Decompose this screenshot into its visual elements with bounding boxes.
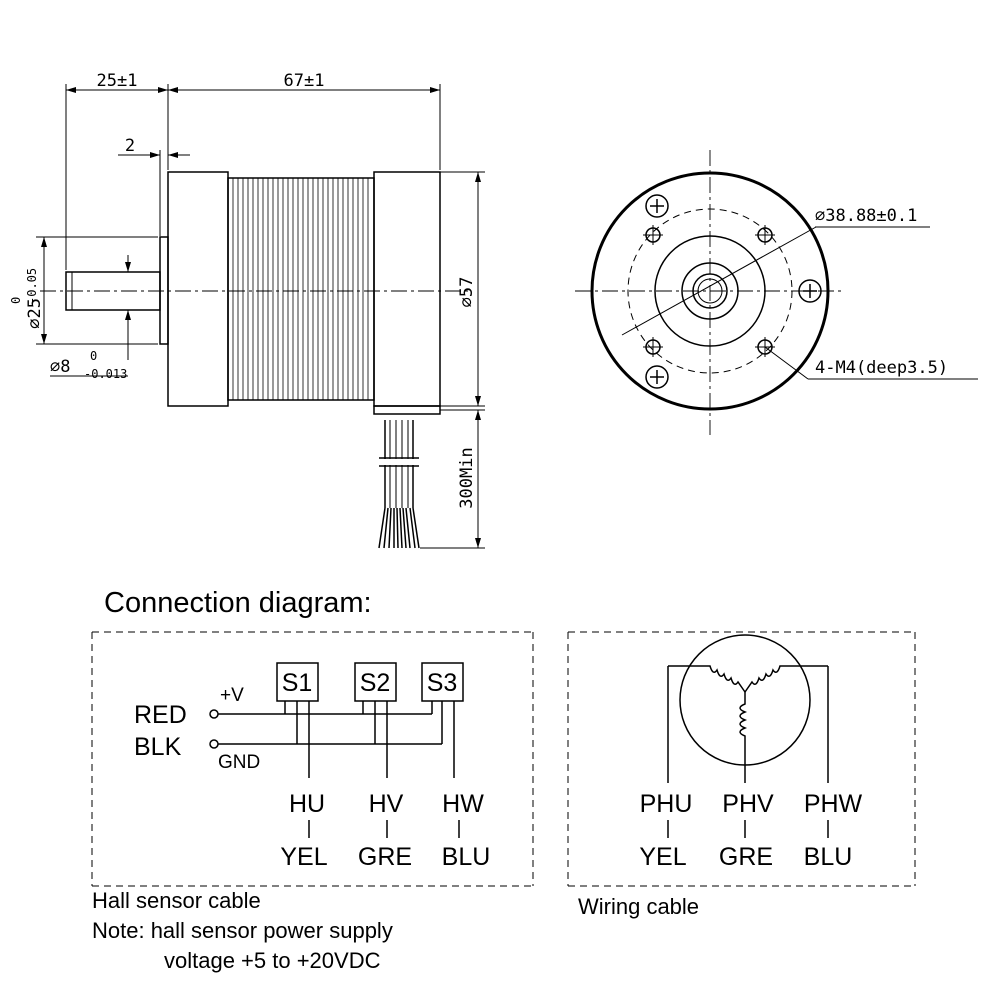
dim-shaft-length: 25±1 [97, 71, 138, 91]
dim-shaft-diameter: ⌀8 [50, 357, 70, 377]
screw-head [798, 279, 822, 303]
cable-grommet [373, 405, 441, 415]
wire-color-gre: GRE [719, 843, 773, 871]
mounting-hole [755, 225, 775, 245]
pilot-ring [681, 262, 739, 320]
phase-phw: PHW [804, 790, 863, 818]
dim-cable-length: 300Min [457, 447, 477, 508]
dim-body-diameter: ⌀57 [457, 277, 477, 308]
screw-head [645, 365, 669, 389]
front-view: ⌀38.88±0.1 4-M4(deep3.5) [575, 150, 978, 435]
hall-signal-hw: HW [442, 790, 484, 818]
red-terminal[interactable] [209, 709, 219, 719]
wire-color-yel: YEL [639, 843, 686, 871]
dim-body-length: 67±1 [284, 71, 325, 91]
hall-blk-label: BLK [134, 733, 182, 761]
screw-head [645, 194, 669, 218]
dim-pilot-tol-upper: 0 [9, 297, 23, 304]
hall-color-yel: YEL [280, 843, 327, 871]
dim-shaft-tol-upper: 0 [90, 349, 97, 363]
sensor-s2-label: S2 [360, 669, 391, 697]
dim-flange-offset: 2 [125, 136, 135, 156]
wire-color-blu: BLU [804, 843, 853, 871]
hall-signal-hv: HV [369, 790, 404, 818]
sensor-s3-label: S3 [427, 669, 458, 697]
note-line2: voltage +5 to +20VDC [164, 948, 381, 973]
bolt-circle [627, 208, 793, 374]
phase-phu: PHU [640, 790, 693, 818]
plus-v-label: +V [220, 685, 244, 706]
rear-cap [373, 171, 441, 407]
pilot [159, 236, 169, 345]
mounting-hole [643, 337, 663, 357]
hall-sensor-diagram: RED BLK +V GND S1 S2 S3 HU HV HW YEL G [91, 631, 534, 887]
gnd-label: GND [218, 752, 260, 773]
side-view: 25±1 67±1 2 ⌀25 0 -0.05 ⌀8 0 -0.013 [9, 71, 485, 549]
sensor-s1-label: S1 [282, 669, 313, 697]
mounting-hole [643, 225, 663, 245]
winding-diagram: PHU PHV PHW YEL GRE BLU [567, 631, 916, 887]
winding-caption: Wiring cable [578, 894, 699, 919]
hall-caption: Hall sensor cable [92, 888, 261, 913]
flange-ring [654, 235, 766, 347]
hall-color-gre: GRE [358, 843, 412, 871]
phase-phv: PHV [722, 790, 774, 818]
hall-color-blu: BLU [442, 843, 491, 871]
cooling-fins [232, 178, 369, 400]
cable [378, 420, 420, 549]
dim-mounting-holes: 4-M4(deep3.5) [815, 358, 948, 378]
hall-red-label: RED [134, 701, 187, 729]
dim-shaft-tol-lower: -0.013 [84, 367, 127, 381]
blk-terminal[interactable] [209, 739, 219, 749]
front-cap [167, 171, 229, 407]
hall-signal-hu: HU [289, 790, 325, 818]
dim-pilot-tol-lower: -0.05 [25, 268, 39, 304]
outer-housing [590, 171, 830, 411]
dim-pilot-diameter: ⌀25 [25, 298, 45, 329]
connection-title: Connection diagram: [104, 587, 372, 619]
note-line1: Note: hall sensor power supply [92, 918, 393, 943]
finned-body [227, 177, 375, 401]
dim-bolt-circle: ⌀38.88±0.1 [815, 206, 917, 226]
shaft-end [692, 273, 728, 309]
